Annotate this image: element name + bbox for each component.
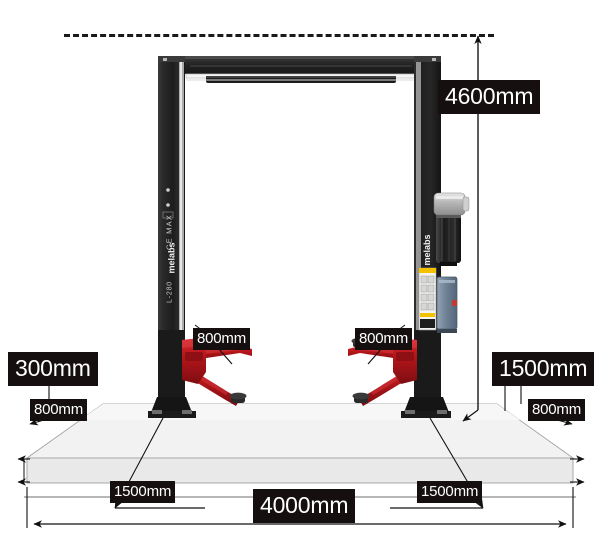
svg-text:melabs: melabs bbox=[422, 234, 432, 265]
ceiling-reference-line bbox=[64, 34, 494, 37]
svg-text:L-280: L-280 bbox=[167, 281, 174, 303]
dimension-label-bottom-right-span: 1500mm bbox=[417, 481, 483, 503]
dimension-label-overall-height: 4600mm bbox=[438, 80, 541, 114]
dimension-label-right-top-clearance: 1500mm bbox=[492, 352, 595, 386]
dimension-label-left-arm-reach: 800mm bbox=[193, 328, 251, 350]
dimension-label-right-arm-reach: 800mm bbox=[355, 328, 413, 350]
dimension-label-left-slab-edge: 800mm bbox=[30, 399, 88, 421]
svg-text:CE MAX: CE MAX bbox=[165, 214, 174, 250]
dimension-label-right-slab-edge: 800mm bbox=[528, 399, 586, 421]
svg-text:melabs: melabs bbox=[167, 242, 177, 273]
dimension-label-slab-total-width: 4000mm bbox=[253, 489, 356, 523]
dimension-label-bottom-left-span: 1500mm bbox=[110, 481, 176, 503]
dimension-label-left-top-clearance: 300mm bbox=[8, 352, 98, 386]
